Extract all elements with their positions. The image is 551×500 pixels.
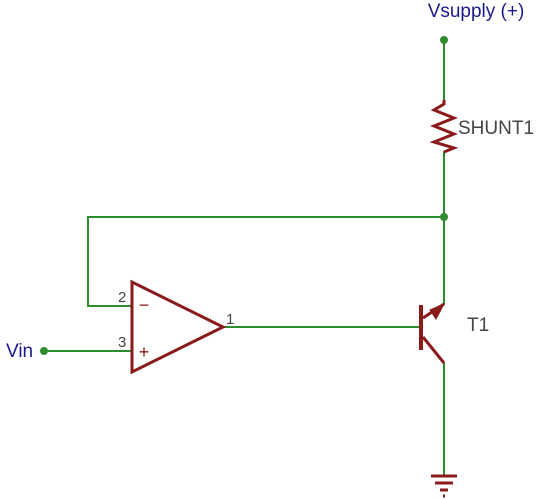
wire-feedback-loop xyxy=(87,216,445,307)
opamp-triangle xyxy=(130,279,227,375)
vin-label: Vin xyxy=(6,341,33,362)
resistor-zigzag xyxy=(429,100,459,154)
transistor-emitter-lead xyxy=(421,336,446,364)
wires xyxy=(43,39,445,476)
feedback-junction xyxy=(440,213,448,221)
transistor-emitter-arrow xyxy=(429,302,446,320)
opamp-pin-2: 2 xyxy=(118,289,126,306)
vsupply-terminal xyxy=(440,36,448,44)
transistor-ref-label: T1 xyxy=(467,315,489,336)
vin-terminal xyxy=(40,347,48,355)
ground-symbol xyxy=(431,474,457,498)
opamp-noninverting-symbol: + xyxy=(139,342,150,362)
opamp-inverting-symbol: − xyxy=(139,295,150,315)
opamp-pin-1: 1 xyxy=(226,311,234,328)
vsupply-label: Vsupply (+) xyxy=(428,1,525,22)
opamp: − + 2 3 1 xyxy=(118,279,234,375)
shunt-ref-label: SHUNT1 xyxy=(458,118,534,139)
junction-dots xyxy=(40,36,448,355)
shunt-resistor xyxy=(429,100,459,154)
transistor-t1 xyxy=(419,302,446,364)
opamp-pin-3: 3 xyxy=(118,334,126,351)
